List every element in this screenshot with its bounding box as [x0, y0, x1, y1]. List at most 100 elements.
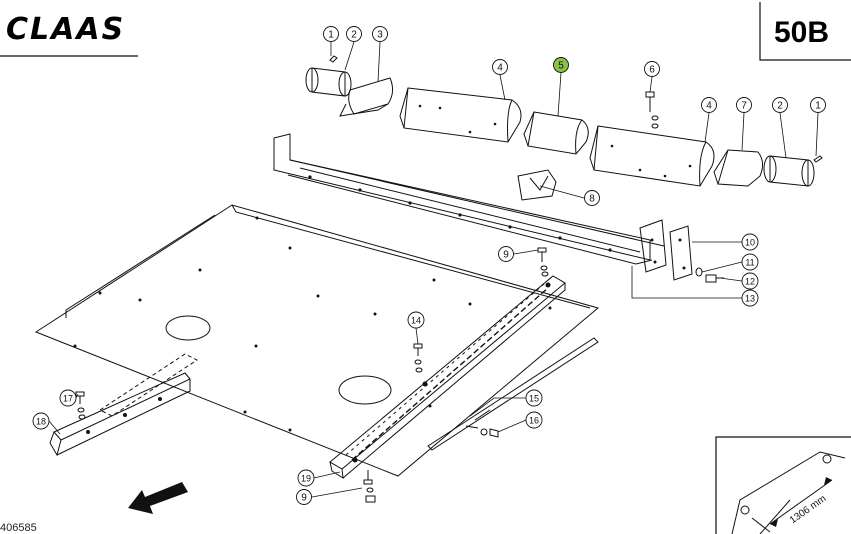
callout-circle-c-9a — [498, 246, 514, 262]
leader-c-11 — [701, 261, 743, 273]
callout-circle-c-14 — [407, 311, 425, 329]
bolt-6 — [645, 91, 659, 129]
bolt-9-top — [537, 247, 549, 277]
callout-label-c-16: 16 — [529, 416, 539, 426]
callout-label-c-2b: 2 — [777, 101, 783, 112]
callout-circle-c-13 — [741, 289, 759, 307]
callout-label-c-3: 3 — [377, 30, 383, 41]
callout-label-c-1a: 1 — [328, 30, 334, 41]
callout-label-c-10: 10 — [745, 238, 755, 248]
callout-label-c-4a: 4 — [497, 63, 503, 74]
bolt-16 — [465, 425, 499, 438]
callout-circle-c-17 — [59, 389, 77, 407]
title-rule-right — [759, 2, 851, 61]
leader-c-3 — [377, 41, 381, 83]
washer-11 — [695, 267, 703, 277]
leader-c-9b — [311, 487, 363, 498]
leader-c-18 — [48, 420, 61, 435]
callout-circle-c-4a — [492, 59, 508, 75]
bracket-8 — [517, 169, 557, 201]
callout-label-c-9a: 9 — [503, 250, 509, 261]
leader-c-4a — [499, 74, 506, 101]
callout-circle-c-19 — [297, 469, 315, 487]
bolt-9-bottom — [363, 470, 376, 503]
rail-19 — [329, 275, 566, 479]
brand-logo: CLAAS — [6, 12, 126, 47]
callout-label-c-5: 5 — [558, 61, 564, 72]
leader-c-19 — [313, 471, 341, 479]
callout-label-c-19: 19 — [301, 474, 311, 484]
callout-circle-c-1b — [810, 97, 826, 113]
callout-circle-c-11 — [741, 253, 759, 271]
doc-number: 406585 — [0, 522, 37, 534]
callout-circle-c-12 — [741, 272, 759, 290]
callout-circle-c-9b — [296, 489, 312, 505]
callout-circle-c-15 — [525, 389, 543, 407]
leader-c-13 — [631, 266, 742, 299]
page-code: 50B — [774, 16, 830, 49]
bar-15 — [427, 337, 599, 451]
callout-circle-c-2b — [772, 97, 788, 113]
leader-lines — [48, 41, 819, 498]
callout-circle-c-5 — [553, 57, 569, 73]
leader-c-16 — [497, 419, 527, 433]
angle-bar-13 — [273, 133, 667, 273]
sleeve-2-left — [305, 67, 352, 97]
bolt-14 — [413, 343, 423, 373]
leader-c-6 — [649, 76, 653, 93]
leader-c-5 — [557, 72, 562, 117]
callout-label-c-13: 13 — [745, 294, 755, 304]
callout-label-c-11: 11 — [745, 258, 754, 268]
leader-c-1b — [815, 112, 819, 157]
cover-7 — [713, 149, 764, 187]
leader-c-7 — [741, 112, 745, 151]
callout-circle-c-6 — [644, 61, 660, 77]
callout-circle-c-16 — [525, 411, 543, 429]
callout-label-c-7: 7 — [741, 101, 747, 112]
callout-label-c-6: 6 — [649, 65, 655, 76]
callout-circle-c-3 — [372, 26, 388, 42]
callout-circle-c-2a — [346, 26, 362, 42]
callout-circle-c-1a — [323, 26, 339, 42]
pin-1-left — [329, 55, 338, 63]
cover-4-left — [399, 87, 522, 143]
callout-circle-c-8 — [584, 190, 600, 206]
callout-circle-c-18 — [32, 412, 50, 430]
leader-c-9a — [513, 249, 539, 255]
bolt-17 — [75, 391, 86, 420]
callout-circle-c-4b — [701, 97, 717, 113]
leader-c-2b — [779, 112, 787, 159]
leader-c-14 — [415, 327, 419, 345]
callout-label-c-4b: 4 — [706, 101, 712, 112]
callout-circle-c-10 — [741, 233, 759, 251]
leader-c-8 — [539, 185, 585, 199]
callout-label-c-17: 17 — [63, 394, 73, 404]
floor-plate — [34, 204, 600, 477]
callout-label-c-14: 14 — [411, 316, 421, 326]
callout-label-c-1b: 1 — [815, 101, 821, 112]
callout-label-c-9b: 9 — [301, 493, 307, 504]
cover-3 — [339, 77, 394, 117]
callout-label-c-15: 15 — [529, 394, 539, 404]
sleeve-2-right — [763, 155, 815, 187]
leader-c-2a — [344, 41, 355, 71]
inset-dimension-label: 1306 mm — [788, 493, 828, 526]
pin-1-right — [813, 155, 823, 163]
callout-label-c-8: 8 — [589, 194, 595, 205]
cover-5 — [523, 111, 589, 155]
callout-label-c-12: 12 — [745, 277, 755, 287]
plate-10 — [669, 225, 693, 281]
strip-18 — [49, 353, 198, 457]
floor-plate-hole-right — [338, 375, 392, 405]
inset-detail: 1306 mm — [715, 436, 851, 534]
callout-label-c-2a: 2 — [351, 30, 357, 41]
callout-label-c-18: 18 — [36, 417, 46, 427]
leader-c-12 — [719, 277, 743, 282]
floor-plate-hole-left — [165, 315, 211, 341]
direction-arrow-icon — [128, 482, 188, 514]
leader-c-15 — [469, 397, 526, 417]
callout-circle-c-7 — [736, 97, 752, 113]
